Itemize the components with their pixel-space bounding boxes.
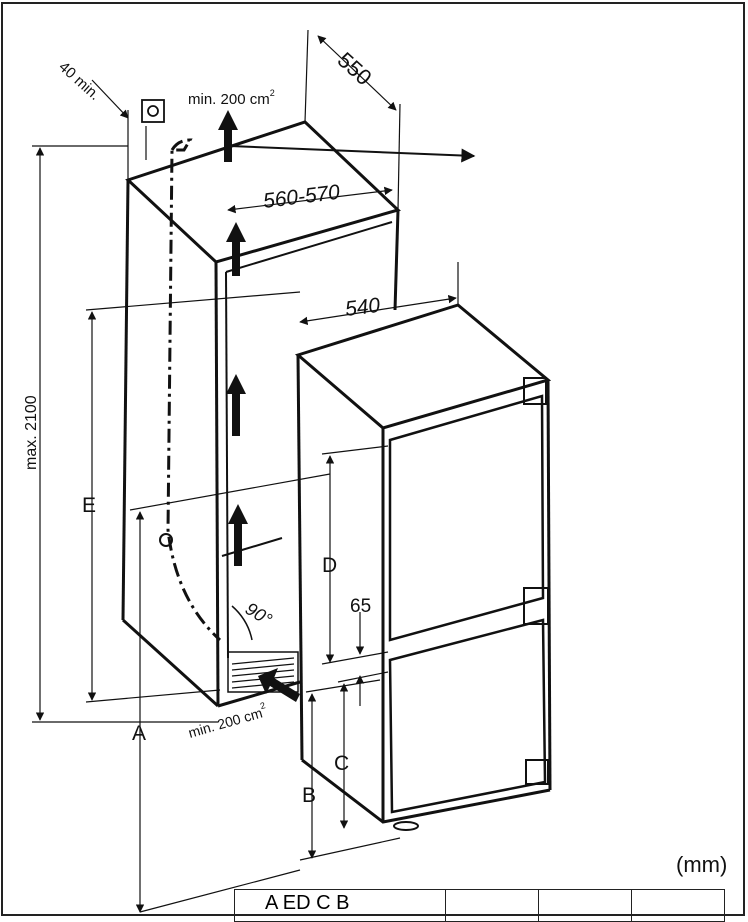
table-header-cell: A ED C B	[234, 889, 446, 922]
label-B: B	[302, 784, 316, 807]
cross-line	[221, 537, 283, 557]
vent-top-label: min. 200 cm2	[188, 88, 275, 108]
dim-65-label: 65	[350, 596, 371, 617]
air-exit-arrow	[229, 145, 476, 163]
ventilation-grille	[227, 651, 299, 693]
vent-bottom-label: min. 200 cm2	[186, 700, 269, 741]
label-A: A	[132, 722, 146, 745]
dimension-lines	[32, 29, 459, 913]
power-cable	[166, 138, 222, 642]
table-cell	[445, 889, 539, 922]
vent-bottom-text: min. 200 cm	[186, 704, 264, 740]
cable-plug	[159, 533, 173, 547]
dim-540-label: 540	[344, 294, 382, 321]
power-outlet	[141, 99, 165, 123]
label-D: D	[322, 554, 337, 577]
angle-arc	[231, 605, 253, 641]
vent-top-text: min. 200 cm	[188, 91, 270, 108]
label-C: C	[334, 752, 349, 775]
table-cell	[538, 889, 632, 922]
table-row: A ED C B	[234, 889, 725, 922]
vent-top-sup: 2	[270, 88, 275, 98]
label-E: E	[82, 494, 96, 517]
vent-bottom-sup: 2	[259, 700, 267, 711]
table-cell	[631, 889, 725, 922]
dim-560-570-label: 560-570	[262, 181, 342, 213]
dim-max-2100-label: max. 2100	[23, 395, 40, 470]
unit-label: (mm)	[676, 852, 728, 877]
dimension-table: A ED C B	[234, 889, 725, 922]
airflow-arrows	[218, 110, 300, 702]
dim-40-min-label: 40 min.	[55, 58, 103, 104]
dim-550-label: 550	[333, 47, 377, 90]
